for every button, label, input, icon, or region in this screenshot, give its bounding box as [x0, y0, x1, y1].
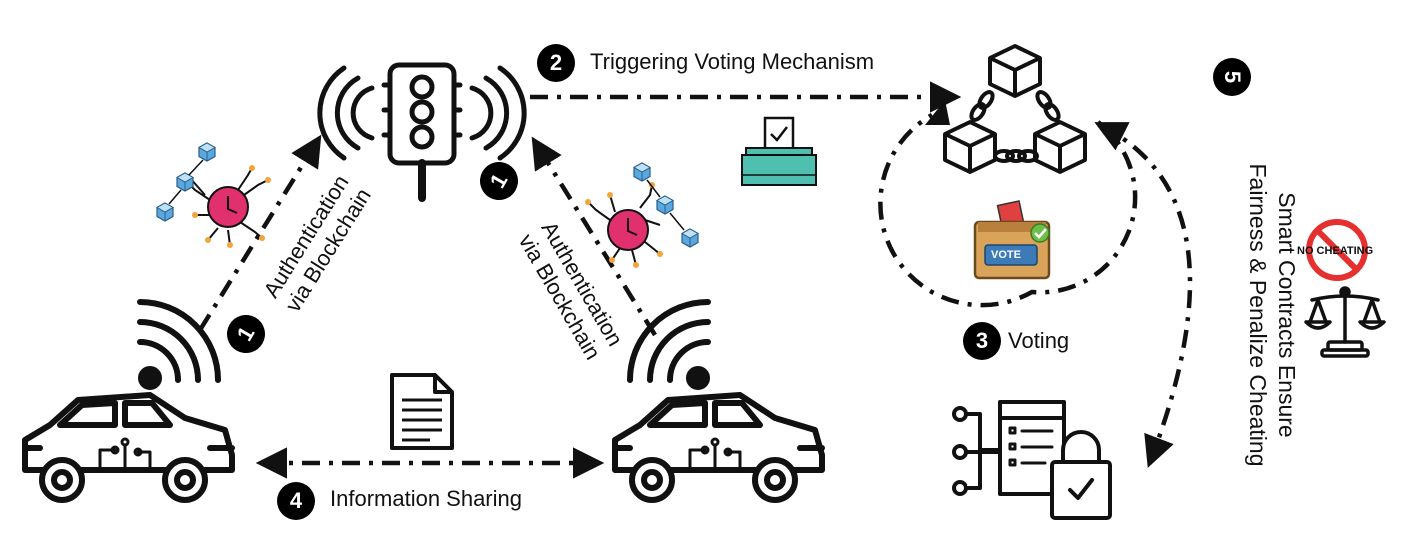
vote-box-icon — [973, 200, 1051, 280]
step-3-label: Voting — [1008, 328, 1070, 353]
document-icon — [390, 373, 454, 450]
step-5-line2: Fairness & Penalize Cheating — [1245, 163, 1271, 467]
step-5-label: Smart Contracts Ensure Fairness & Penali… — [1238, 155, 1300, 475]
blockchain-chip-right-icon — [585, 162, 699, 268]
step-4-label: Information Sharing — [330, 486, 522, 511]
ballot-box-icon — [741, 116, 817, 186]
vehicle-right-icon — [612, 299, 825, 503]
blockchain-icon — [943, 44, 1087, 174]
vehicle-left-icon — [22, 299, 235, 503]
step-4-badge: 4 — [277, 482, 315, 520]
vote-box-text: VOTE — [991, 249, 1021, 261]
step-5-line1: Smart Contracts Ensure — [1274, 192, 1300, 438]
no-cheating-icon — [1306, 219, 1368, 281]
no-cheating-text: NO CHEATING — [1297, 245, 1374, 257]
smart-contract-arrow — [1094, 122, 1193, 468]
step-3-badge: 3 — [963, 322, 1001, 360]
scales-icon — [1304, 286, 1386, 358]
step-2-label: Triggering Voting Mechanism — [590, 49, 875, 74]
step-2-badge: 2 — [537, 44, 575, 82]
traffic-light-icon — [317, 62, 527, 202]
step-5-badge: 5 — [1213, 58, 1251, 96]
blockchain-chip-left-icon — [156, 142, 271, 248]
auth-right-arrow — [531, 136, 657, 337]
smart-contract-lock-icon — [952, 400, 1112, 520]
